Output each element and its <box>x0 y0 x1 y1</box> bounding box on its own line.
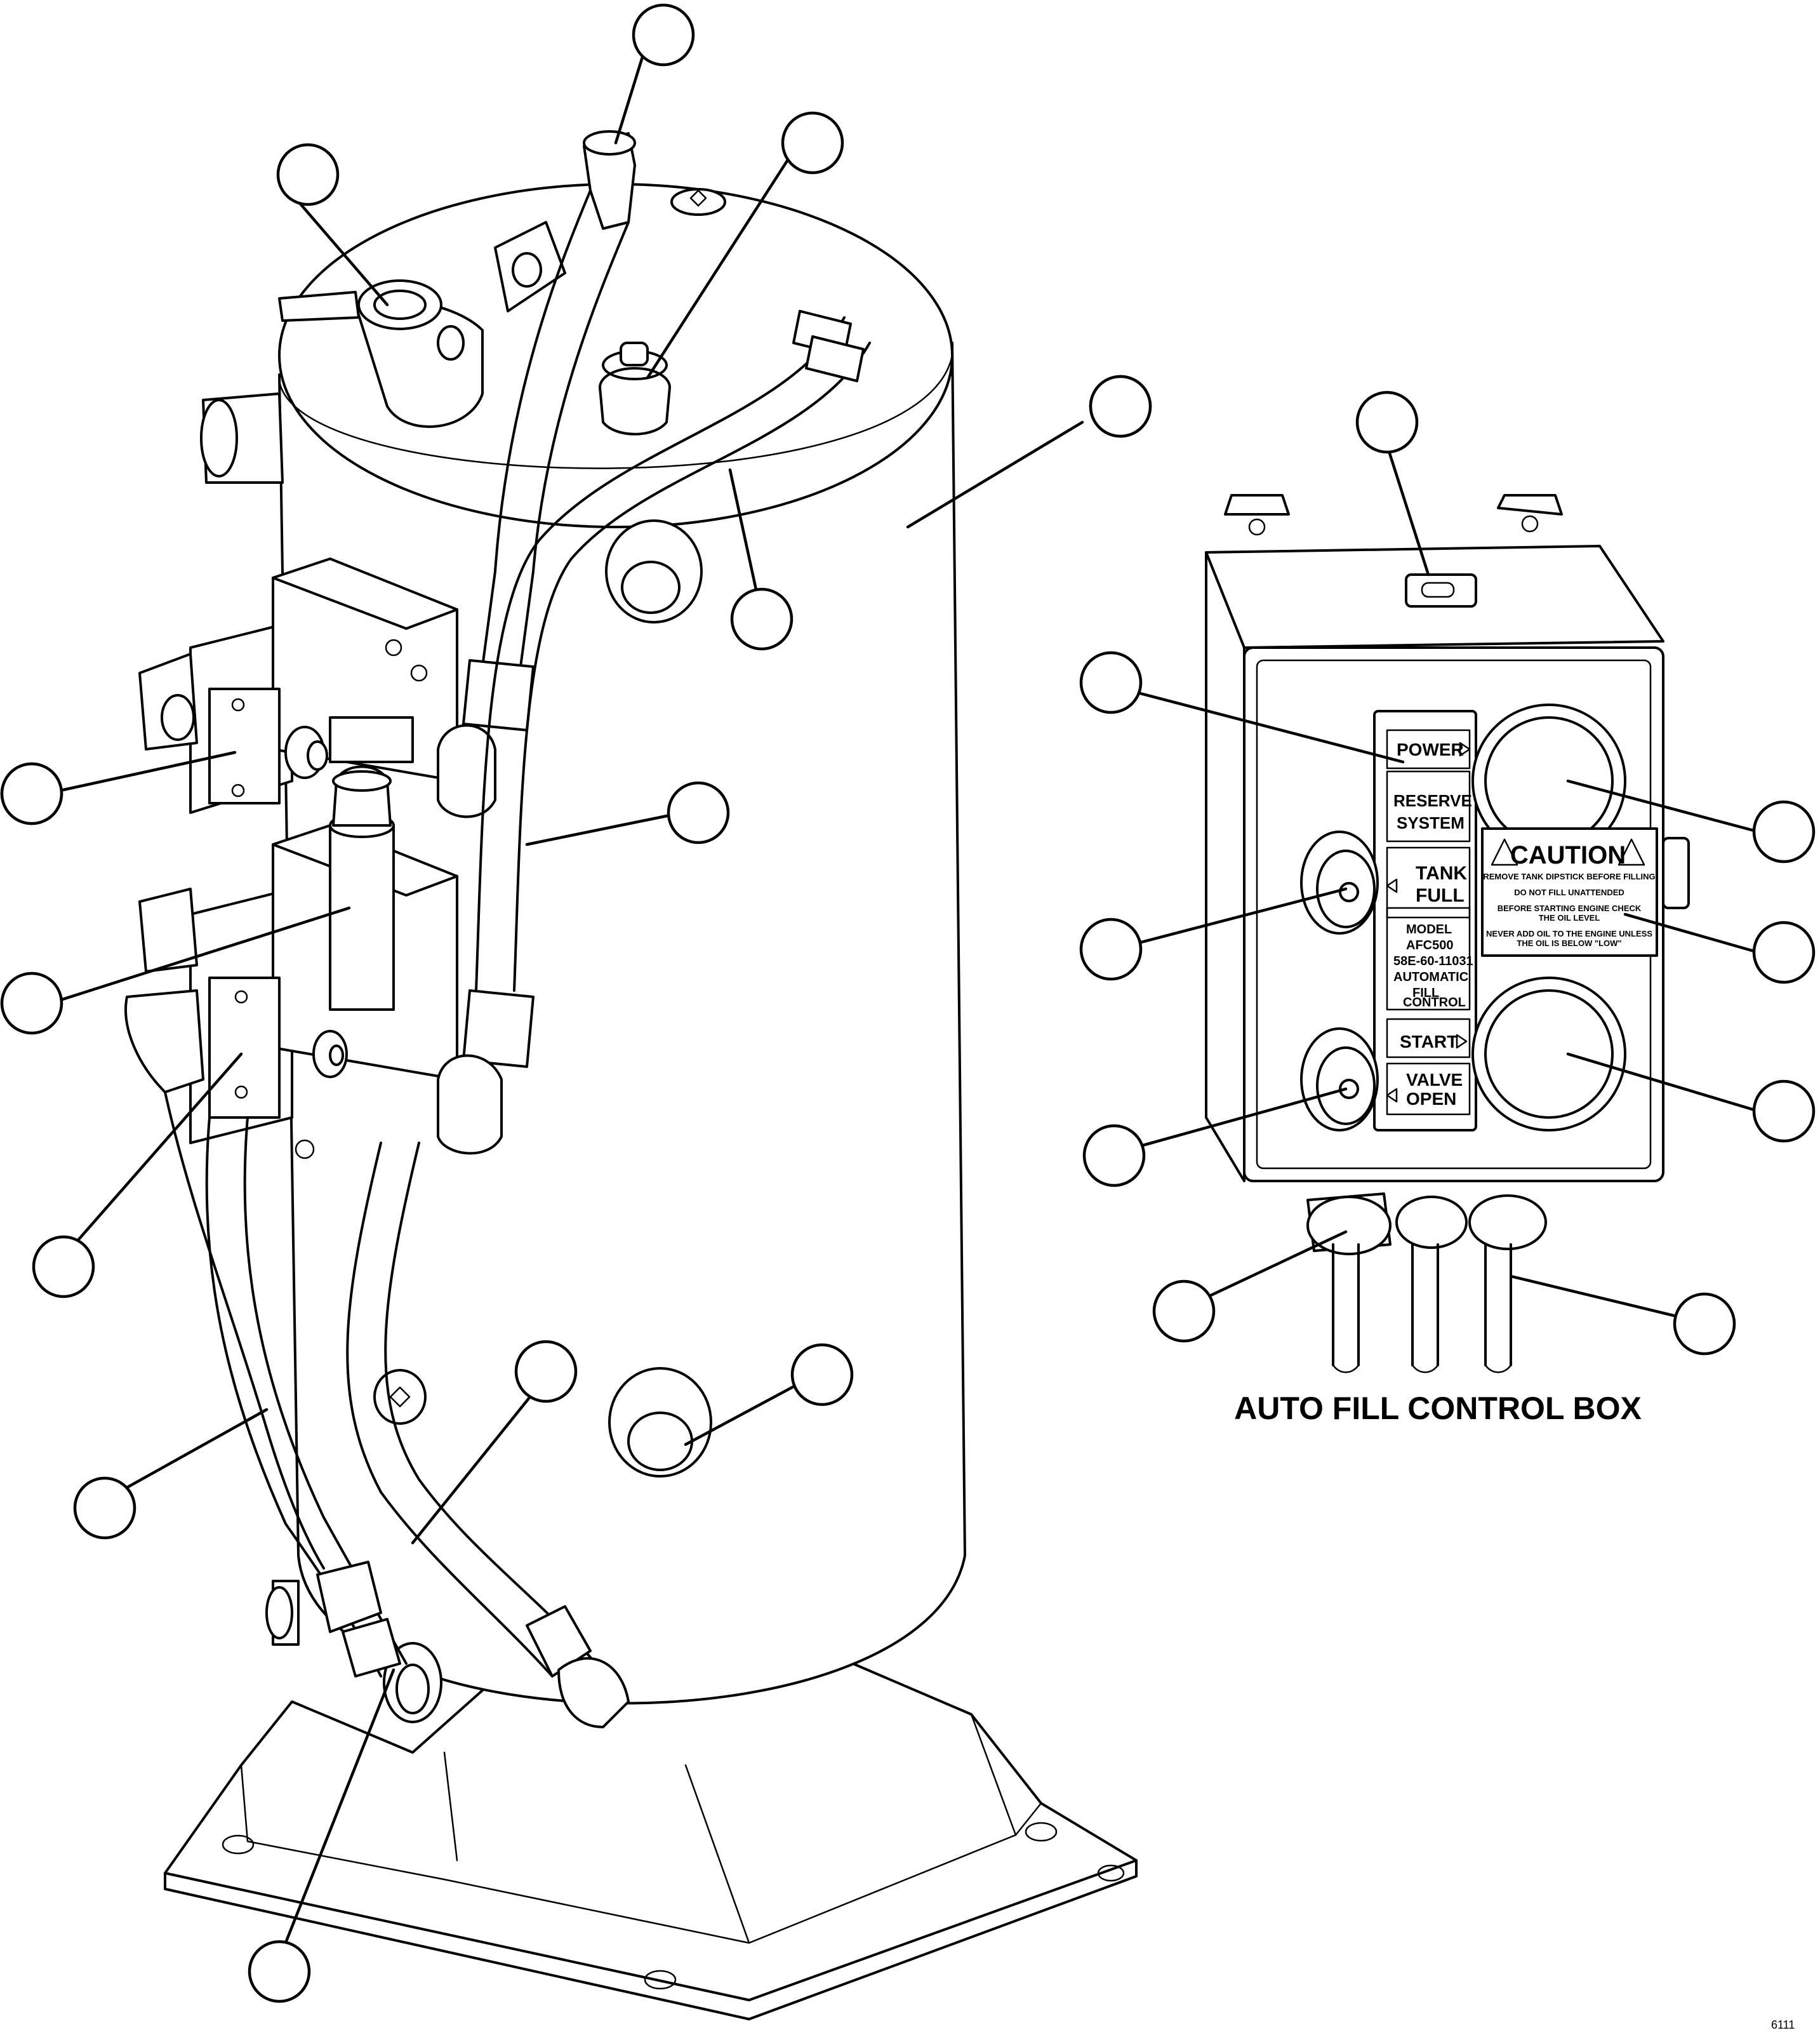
model-label-3: 58E-60-11031 <box>1393 954 1473 968</box>
figure-id: 6111 <box>1771 2018 1795 2031</box>
auto-fill-control-box <box>1205 494 1690 1373</box>
callout-bubble <box>1089 375 1152 438</box>
caution-title: CAUTION <box>1510 841 1626 869</box>
valve-label-1: VALVE <box>1406 1070 1463 1090</box>
caution-line-6: THE OIL IS BELOW "LOW" <box>1517 938 1621 948</box>
reserve-label-2: SYSTEM <box>1397 813 1465 832</box>
callout-bubble <box>790 1343 854 1406</box>
caution-line-4: THE OIL LEVEL <box>1539 913 1600 923</box>
hose-top-to-upper-valve <box>437 189 630 818</box>
callouts <box>0 3 1816 2003</box>
model-label-4: AUTOMATIC <box>1393 970 1468 984</box>
tank-label-1: TANK <box>1416 863 1467 884</box>
callout-bubble <box>1079 651 1143 714</box>
fill-cap <box>599 342 671 436</box>
connecting-tube <box>329 765 395 1011</box>
callout-bubble <box>632 3 695 67</box>
start-label: START <box>1400 1032 1458 1051</box>
callout-bubble <box>276 143 340 206</box>
float-switch <box>278 279 484 428</box>
model-label-1: MODEL <box>1406 923 1452 937</box>
callout-bubble <box>514 1340 578 1403</box>
callout-bubble <box>32 1235 95 1298</box>
callout-bubble <box>1355 390 1419 454</box>
hose-lower-left <box>205 1116 408 1678</box>
control-box-caption: AUTO FILL CONTROL BOX <box>1234 1391 1642 1426</box>
upper-elbow-fitting <box>583 130 636 230</box>
tank-port-upper-front <box>605 519 703 624</box>
upper-solenoid-valve <box>138 557 458 814</box>
model-label-2: AFC500 <box>1406 938 1453 952</box>
callout-bubble <box>248 1940 311 2003</box>
callout-bubble <box>730 587 794 651</box>
callout-bubble <box>1673 1292 1736 1356</box>
tank-drain-plug <box>373 1369 427 1425</box>
control-panel-labels: POWER RESERVE SYSTEM TANK FULL MODEL AFC… <box>1386 740 1473 1109</box>
valve-label-2: OPEN <box>1406 1089 1456 1109</box>
model-label-6: CONTROL <box>1403 996 1466 1010</box>
hose-top-to-lower-valve <box>437 310 871 1155</box>
callout-bubble <box>1752 1079 1816 1143</box>
callout-bubble <box>0 971 63 1035</box>
caution-line-5: NEVER ADD OIL TO THE ENGINE UNLESS <box>1486 929 1652 938</box>
top-plug <box>670 188 726 216</box>
callout-bubble <box>1079 917 1143 981</box>
hose-lower-middle <box>346 1142 630 1728</box>
mounting-tab <box>494 221 566 312</box>
callout-bubble <box>667 781 730 844</box>
hose-upper-outer <box>164 1091 325 1570</box>
caution-line-3: BEFORE STARTING ENGINE CHECK <box>1498 904 1642 913</box>
callout-bubble <box>781 111 844 175</box>
callout-bubble <box>1752 800 1816 864</box>
tank-base-stand <box>164 1650 1138 2020</box>
model-label-5: FILL <box>1412 986 1439 1000</box>
caution-label: CAUTION REMOVE TANK DIPSTICK BEFORE FILL… <box>1483 838 1656 948</box>
callout-bubble <box>0 762 63 825</box>
callout-bubble <box>73 1476 136 1540</box>
callout-bubble <box>1152 1279 1216 1343</box>
tank-port-lower-front <box>608 1367 712 1478</box>
caution-line-1: REMOVE TANK DIPSTICK BEFORE FILLING <box>1483 872 1655 881</box>
callout-bubble <box>1752 921 1816 984</box>
callout-bubble <box>1082 1124 1146 1187</box>
caution-line-2: DO NOT FILL UNATTENDED <box>1514 888 1624 897</box>
reserve-label-1: RESERVE <box>1393 791 1472 810</box>
tank-port-upper-left <box>200 392 284 484</box>
tank-label-2: FULL <box>1416 885 1465 906</box>
tank-port-lower-left <box>265 1580 300 1646</box>
power-label: POWER <box>1397 740 1464 759</box>
